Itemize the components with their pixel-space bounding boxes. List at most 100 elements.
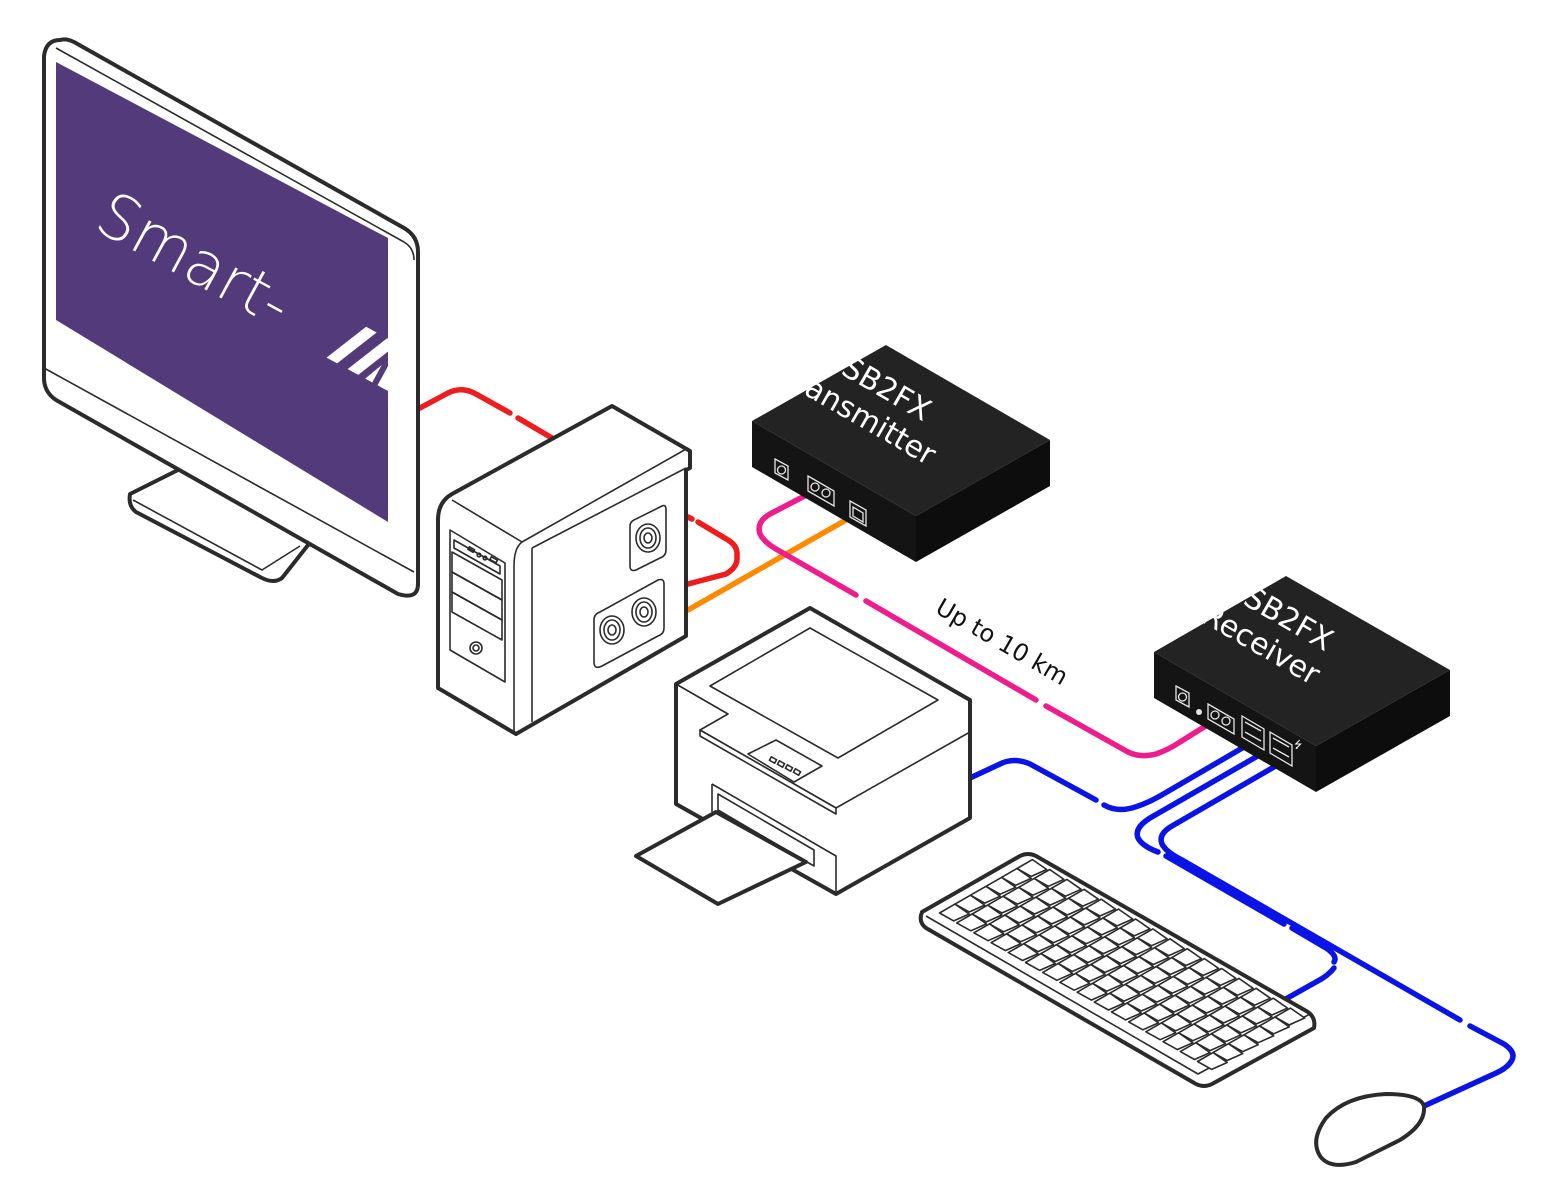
cables <box>417 387 1516 1109</box>
keyboard-key <box>1176 1004 1208 1023</box>
usb-b-port-icon <box>849 499 867 528</box>
keyboard-key <box>938 903 971 922</box>
cable-usb-mouse <box>1158 757 1463 1023</box>
keyboard-key <box>1059 972 1091 992</box>
keyboard-key <box>1055 934 1087 954</box>
keyboard-key <box>1136 928 1168 947</box>
keyboard-key <box>1258 1016 1290 1035</box>
keyboard-key <box>1103 927 1136 946</box>
keyboard-key <box>1007 942 1039 962</box>
keyboard-key <box>1109 983 1141 1002</box>
cable-usb-host <box>685 509 863 613</box>
usb-symbol-icon: ⭍ <box>1294 739 1302 751</box>
keyboard-key <box>1121 936 1153 956</box>
keyboard-key <box>1050 878 1082 898</box>
keyboard-key <box>1002 886 1034 905</box>
cable-usb-mouse-2 <box>1421 1023 1516 1109</box>
usb2fx-transmitter: USB2FX Transmitter <box>752 339 1050 562</box>
keyboard-key <box>1138 946 1170 966</box>
keyboard-key <box>1145 1022 1177 1041</box>
keyboard-key <box>1033 868 1065 888</box>
monitor-screen <box>56 62 388 522</box>
keyboard-key <box>1208 1005 1241 1024</box>
avi-logo-mark <box>326 326 411 392</box>
keyboard-key <box>1019 896 1051 915</box>
printer-body <box>674 606 972 896</box>
keyboard-key <box>1226 1015 1258 1034</box>
keyboard-key <box>1195 1033 1227 1052</box>
keyboard-key <box>1036 906 1069 925</box>
cable-usb-printer-2 <box>1101 737 1259 813</box>
keyboard-key <box>1072 944 1105 964</box>
power-button-icon <box>469 641 483 655</box>
keyboard-key <box>1212 1042 1244 1062</box>
keyboard-key <box>1057 953 1089 973</box>
keyboard-key <box>1035 887 1067 906</box>
keyboard-keys <box>938 858 1306 1071</box>
keyboard-key <box>1127 1012 1160 1031</box>
cable-fiber-2 <box>863 598 1039 703</box>
keyboard-key <box>955 913 988 932</box>
keyboard-key <box>1024 952 1056 972</box>
mouse <box>1314 1092 1427 1167</box>
keyboard-key <box>1086 917 1118 936</box>
keyboard-key <box>990 932 1022 952</box>
keyboard-key <box>954 894 986 913</box>
keyboard-key <box>1224 996 1256 1015</box>
keyboard-key <box>1017 877 1050 897</box>
keyboard-key <box>986 895 1019 914</box>
keyboard-key <box>1179 1041 1211 1061</box>
keyboard-key <box>1241 1006 1273 1025</box>
keyboard-key <box>1107 964 1139 984</box>
keyboard-key <box>1158 994 1191 1013</box>
keyboard-key <box>1119 918 1151 937</box>
keyboard-key <box>1124 974 1156 994</box>
keyboard-key <box>1102 908 1134 927</box>
monitor: Smart- <box>42 37 420 598</box>
keyboard-key <box>1005 924 1038 943</box>
keyboard-key <box>1126 993 1158 1012</box>
keyboard-key <box>1143 1003 1175 1022</box>
keyboard-key <box>1054 916 1086 935</box>
printer <box>634 606 972 906</box>
fan-icon <box>593 578 665 669</box>
keyboard-key <box>1090 954 1122 974</box>
computer-body <box>436 404 692 736</box>
keyboard-key <box>1189 976 1222 996</box>
keyboard-key <box>1140 965 1172 985</box>
keyboard-key <box>1038 925 1070 944</box>
keyboard-key <box>1191 995 1223 1014</box>
keyboard-key <box>1076 982 1108 1001</box>
cable-usb-keyboard-3 <box>1289 925 1338 965</box>
cable-video-loop <box>685 514 695 522</box>
keyboard-key <box>1040 943 1072 963</box>
cable-video <box>417 387 513 416</box>
keyboard-key <box>1193 1014 1225 1033</box>
keyboard-key <box>1088 935 1120 955</box>
keyboard-key <box>971 904 1003 923</box>
keyboard-key <box>1004 905 1036 924</box>
keyboard-key <box>1257 997 1289 1016</box>
usb-a-port-icon <box>1269 730 1293 768</box>
keyboard-key <box>1243 1025 1275 1044</box>
usb-a-port-icon <box>1241 714 1265 752</box>
keyboard-key <box>1105 945 1137 965</box>
keyboard-key <box>1041 962 1074 982</box>
keyboard-key <box>1071 926 1103 945</box>
keyboard-key <box>1171 947 1203 967</box>
keyboard-key <box>1022 933 1055 953</box>
keyboard-key <box>1222 977 1254 997</box>
usb2fx-receiver: USB2FX Receiver ⭍ <box>1154 569 1450 792</box>
keyboard-key <box>1122 955 1155 975</box>
power-port-icon <box>774 457 789 482</box>
keyboard-key <box>1274 1007 1306 1026</box>
keyboard-key <box>1085 898 1117 917</box>
keyboard-key <box>1110 1002 1142 1021</box>
keyboard-key <box>985 876 1017 896</box>
keyboard-key <box>1155 956 1187 976</box>
keyboard-key <box>969 885 1002 904</box>
keyboard-key <box>1069 907 1101 926</box>
power-port-icon <box>1175 684 1190 709</box>
cable-video-segment <box>515 415 555 441</box>
fan-icon <box>629 504 667 572</box>
